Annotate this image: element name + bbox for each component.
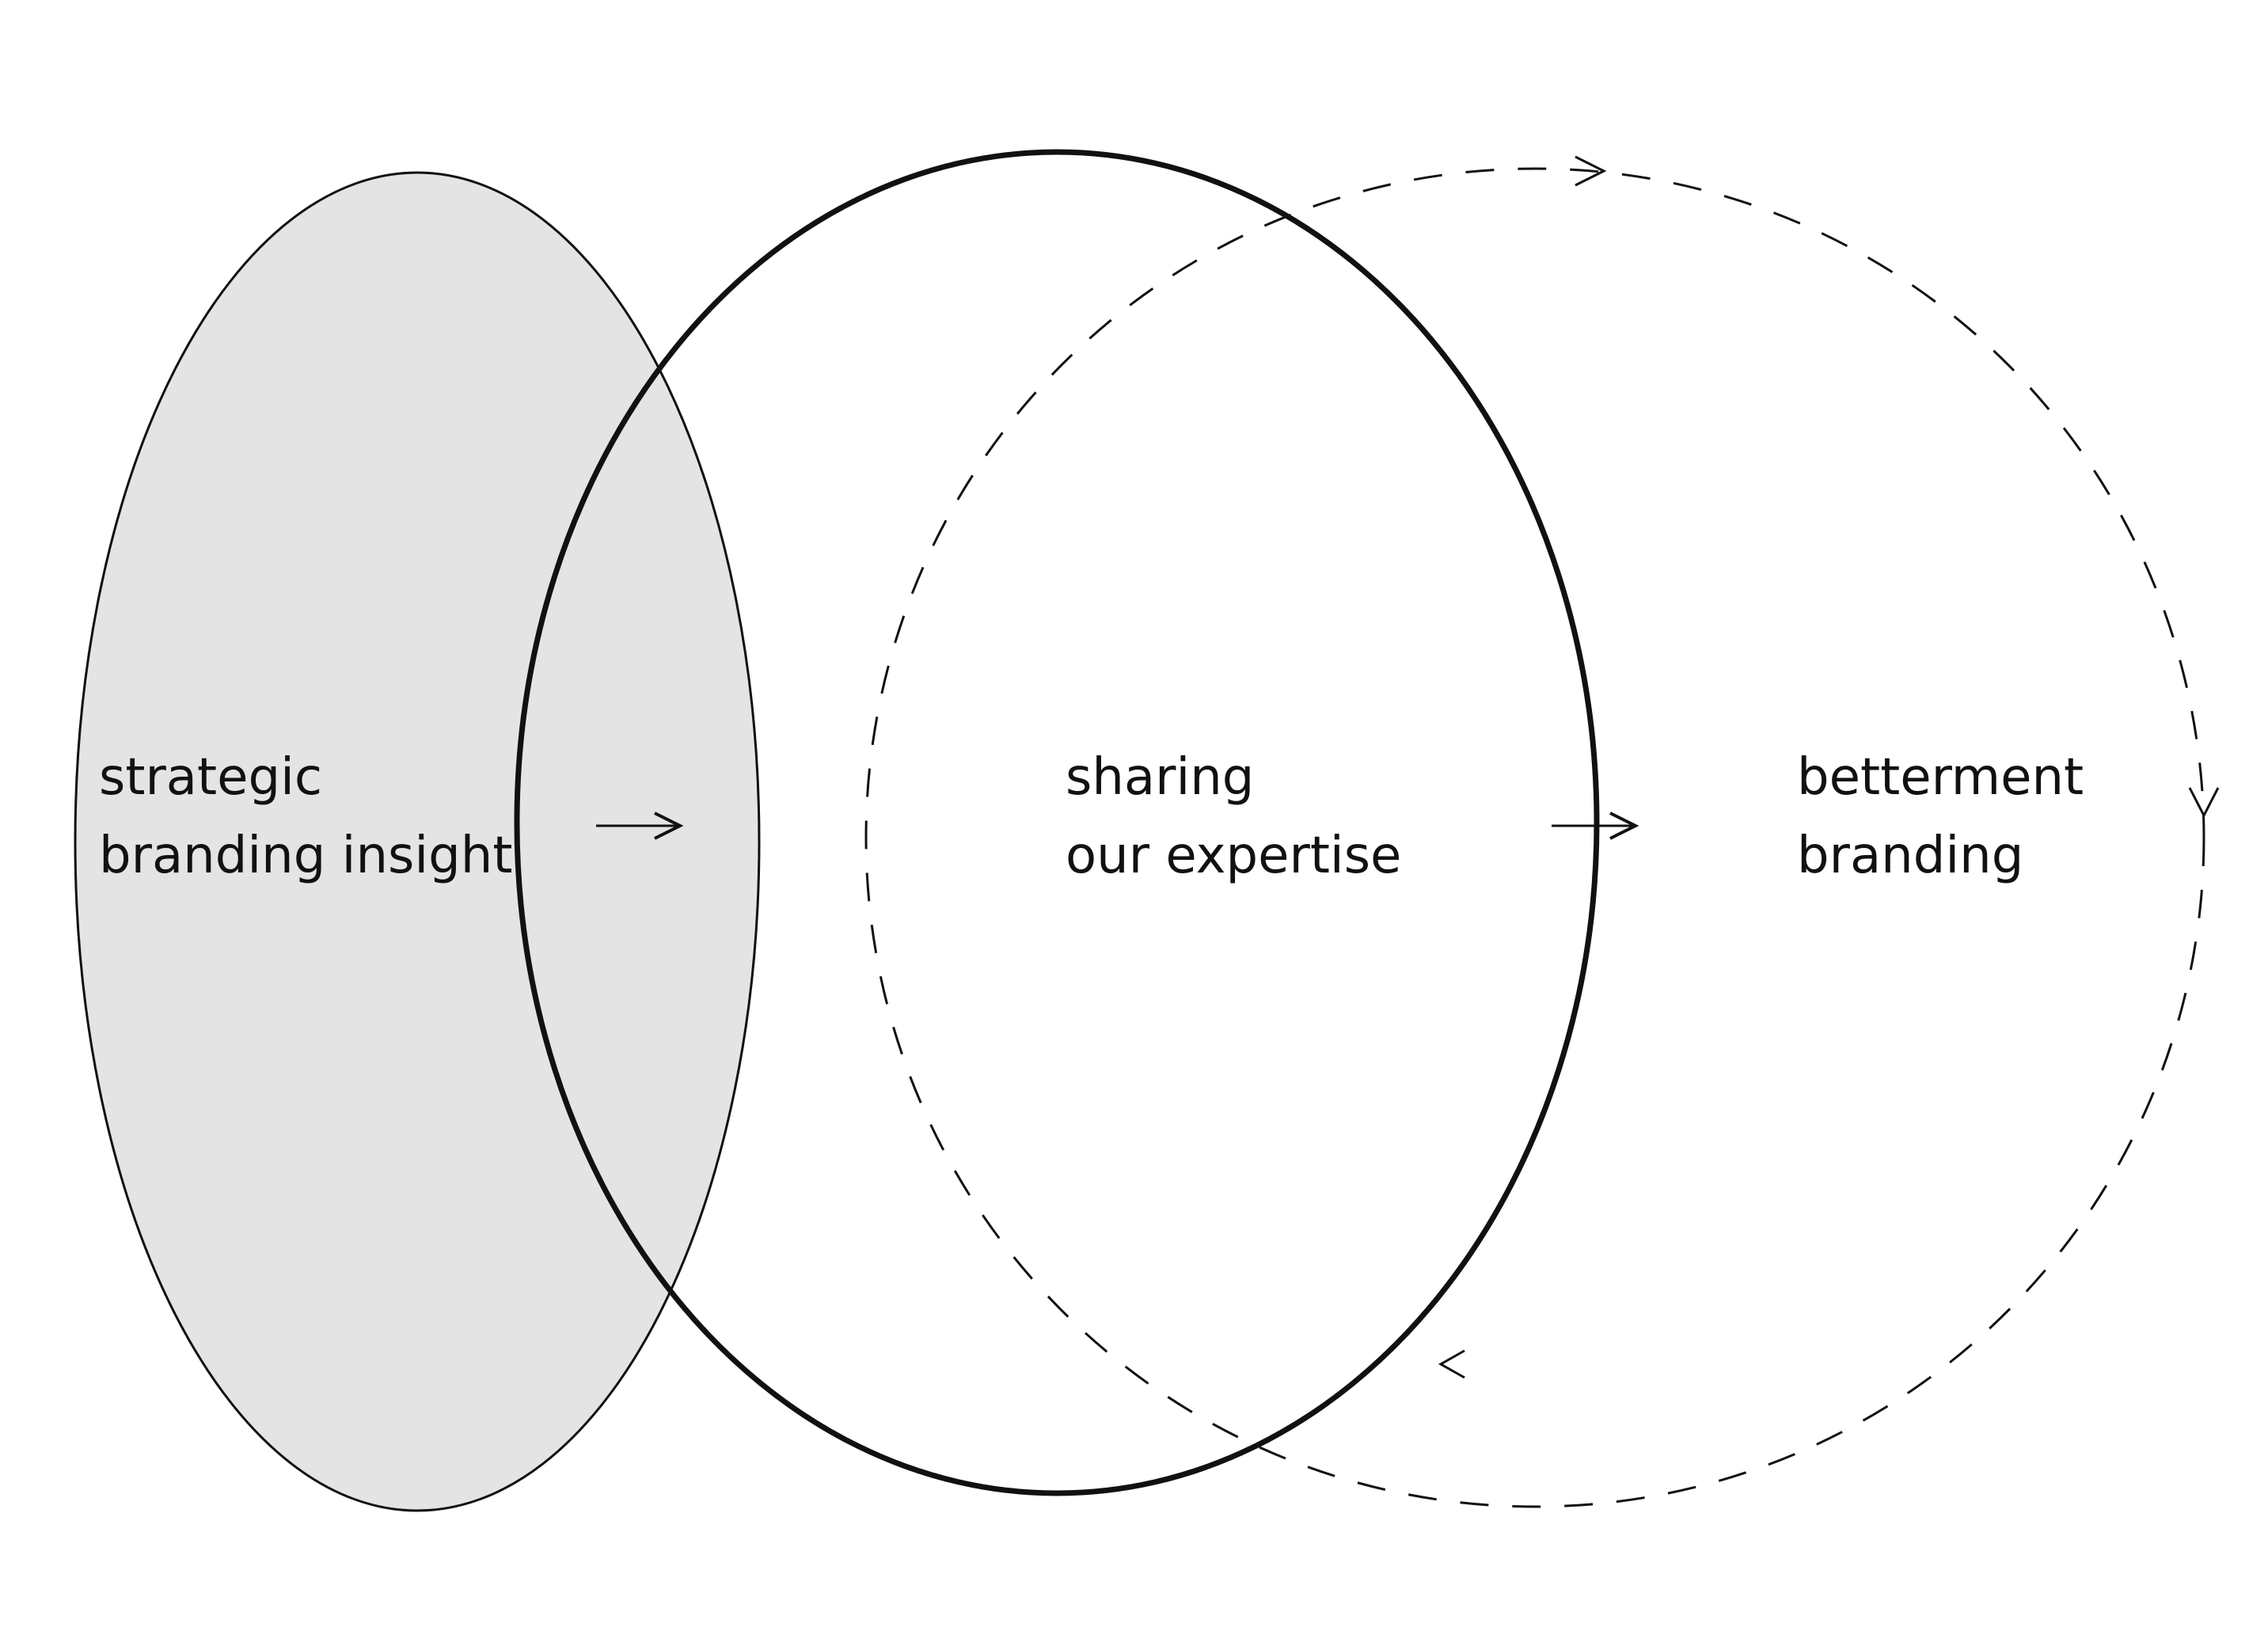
cycle-arrowhead-bottom-icon (1438, 1349, 1465, 1379)
betterment-label-line1: betterment (1797, 748, 2084, 807)
expertise-label-line2: our expertise (1066, 827, 1401, 885)
expertise-label-line1: sharing (1066, 748, 1254, 807)
betterment-label-line2: branding (1797, 827, 2023, 885)
insight-label-line1: strategic (99, 748, 322, 807)
cycle-arrowhead-top-icon (1575, 155, 1607, 187)
betterment-cycle-dashed-circle (864, 167, 2205, 1508)
cycle-arrowhead-right-icon (2188, 787, 2220, 819)
insight-label-line2: branding insight (99, 827, 512, 885)
insight-ellipse (74, 171, 761, 1512)
expertise-ellipse (514, 149, 1600, 1496)
